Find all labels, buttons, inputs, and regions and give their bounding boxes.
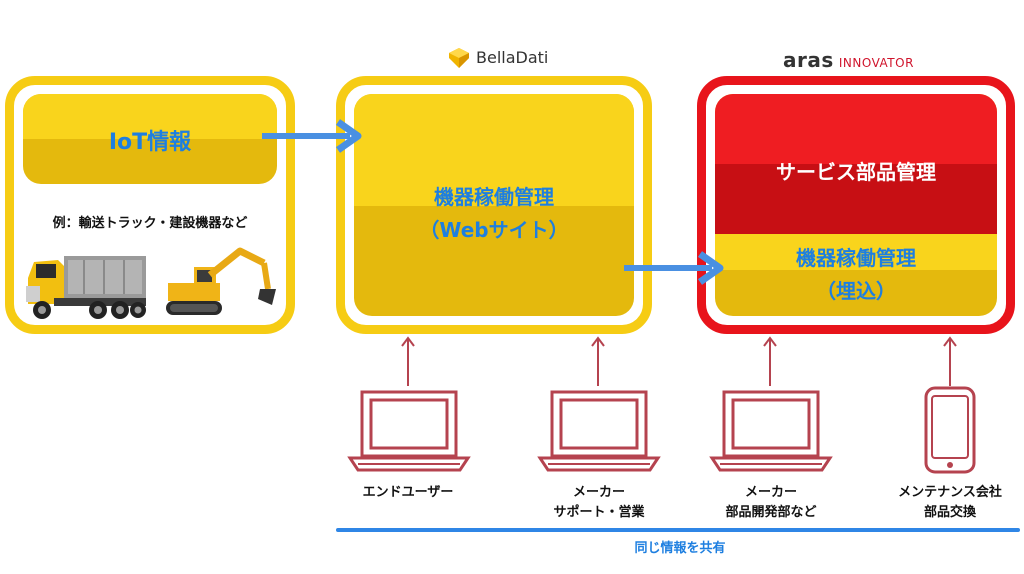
device-label-end-user: エンドユーザー xyxy=(362,485,454,500)
shared-info-line xyxy=(336,528,1020,532)
iot-title: IoT情報 xyxy=(108,130,192,155)
aras-service-parts-title: サービス部品管理 xyxy=(776,160,936,184)
device-label-maker-sales: メーカーサポート・営業 xyxy=(553,485,645,520)
iot-title-band: IoT情報 xyxy=(23,94,277,184)
access-arrows xyxy=(401,336,957,386)
iot-example-text: 例：輸送トラック・建設機器など xyxy=(52,216,248,231)
truck-illustration xyxy=(26,256,146,319)
belladati-wordmark: BellaDati xyxy=(476,48,549,67)
aras-embedded-title-line1: 機器稼働管理 xyxy=(796,246,916,270)
belladati-logo-icon xyxy=(449,48,469,68)
aras-innovator-wordmark: INNOVATOR xyxy=(838,56,914,70)
aras-panel: サービス部品管理 機器稼働管理 （埋込） xyxy=(697,76,1015,334)
aras-logo: aras INNOVATOR xyxy=(783,48,914,72)
device-label-maintenance: メンテナンス会社部品交換 xyxy=(898,485,1002,520)
belladati-panel: 機器稼働管理 （Webサイト） xyxy=(336,76,652,334)
device-label-maker-parts-dev: メーカー部品開発部など xyxy=(725,485,817,520)
belladati-title-line1: 機器稼働管理 xyxy=(434,185,554,209)
shared-info-label: 同じ情報を共有 xyxy=(634,541,726,556)
top-caption xyxy=(180,0,840,6)
belladati-title-line2: （Webサイト） xyxy=(419,218,569,242)
aras-embedded-title-line2: （埋込） xyxy=(816,279,896,303)
iot-panel: IoT情報 例：輸送トラック・建設機器など xyxy=(5,76,295,334)
laptop-icon xyxy=(537,390,661,472)
flow-arrow-belladati-to-aras xyxy=(624,251,724,285)
laptop-icon xyxy=(347,390,471,472)
laptop-icon xyxy=(709,390,833,472)
aras-wordmark: aras xyxy=(783,48,834,72)
smartphone-icon xyxy=(924,386,976,474)
aras-inner: サービス部品管理 機器稼働管理 （埋込） xyxy=(715,94,997,316)
belladati-inner: 機器稼働管理 （Webサイト） xyxy=(354,94,634,316)
excavator-illustration xyxy=(166,247,276,315)
flow-arrow-iot-to-belladati xyxy=(262,119,362,153)
